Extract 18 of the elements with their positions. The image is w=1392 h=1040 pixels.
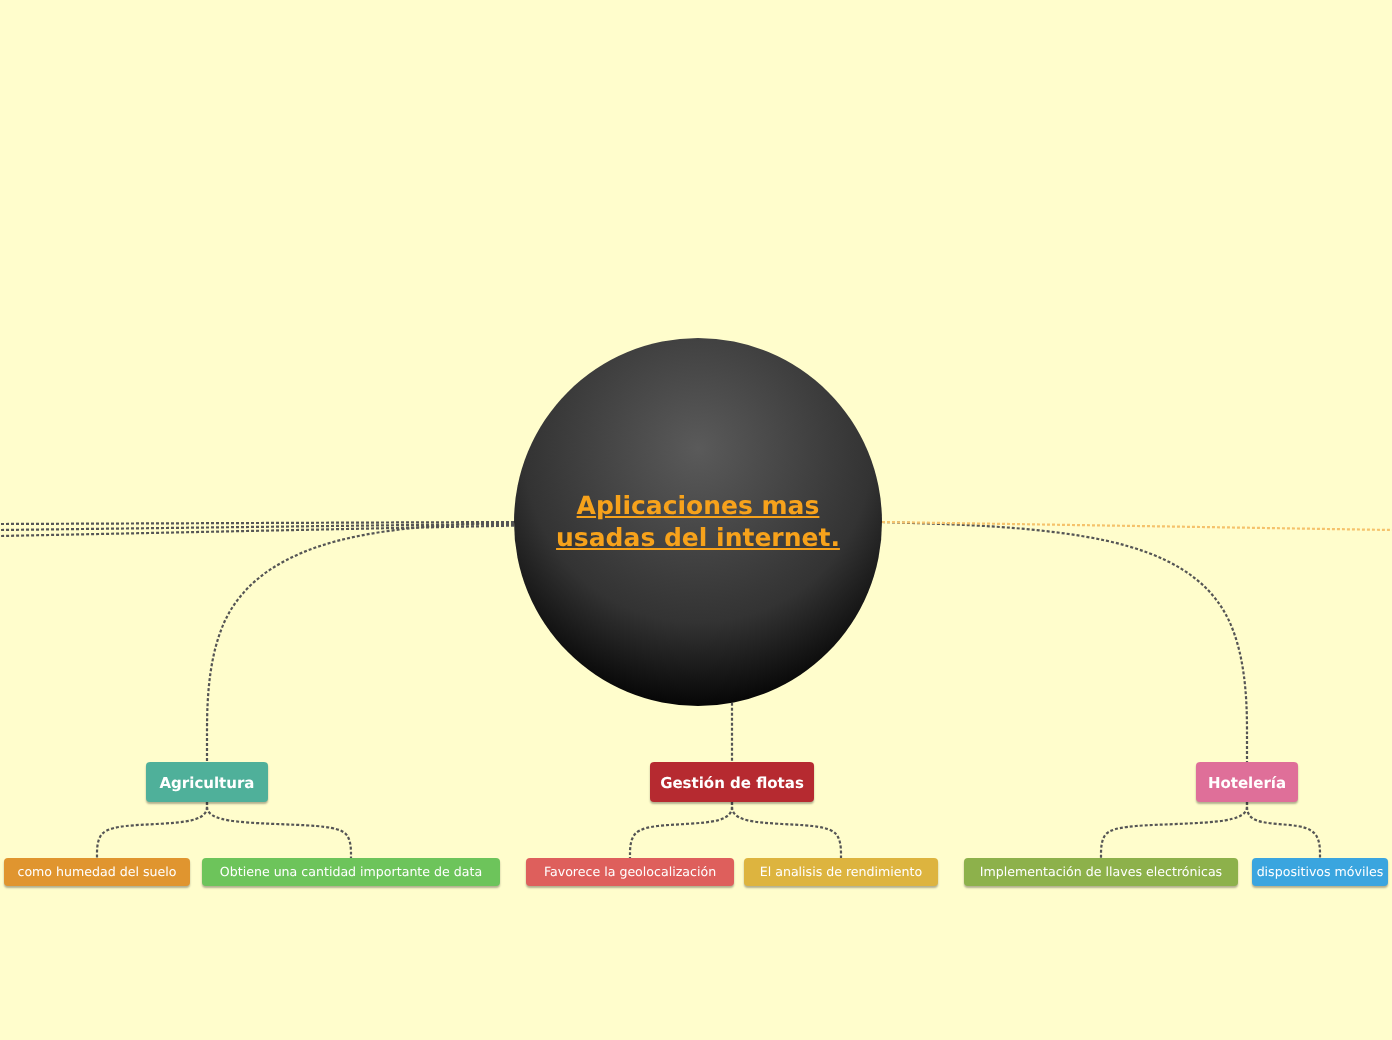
connector-line (1245, 802, 1322, 858)
subtopic-box (202, 858, 500, 886)
subtopic-box (1252, 858, 1388, 886)
central-topic-title: Aplicaciones mas usadas del internet. (554, 489, 842, 555)
connector-line (0, 522, 514, 532)
subtopic-box (964, 858, 1238, 886)
connector-line (0, 520, 514, 526)
subtopic-box (744, 858, 938, 886)
topic-box (650, 762, 814, 802)
subtopic-box (4, 858, 190, 886)
connector-line (205, 802, 353, 858)
connector-line (730, 702, 734, 762)
subtopic-box (526, 858, 734, 886)
topic-box (1196, 762, 1298, 802)
connector-line (882, 520, 1392, 532)
connector-line (0, 524, 515, 538)
connector-line (730, 802, 843, 858)
topic-box (146, 762, 268, 802)
